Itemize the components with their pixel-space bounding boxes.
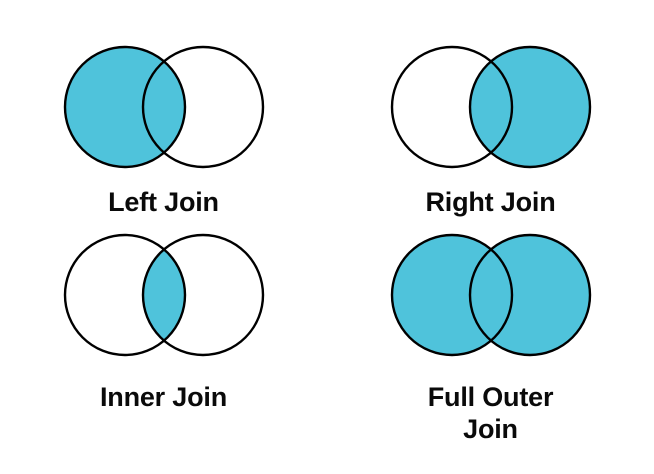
right-circle-outline bbox=[141, 233, 264, 357]
right-circle-outline bbox=[468, 233, 591, 357]
diagram-cell-inner-join: Inner Join bbox=[0, 218, 327, 474]
diagram-label-full-outer-join: Full Outer Join bbox=[427, 382, 554, 444]
right-circle-outline bbox=[141, 45, 264, 169]
venn-inner-join bbox=[57, 226, 271, 364]
diagram-cell-left-join: Left Join bbox=[0, 0, 327, 218]
venn-left-join bbox=[57, 38, 271, 176]
venn-svg-right-join bbox=[390, 45, 591, 169]
diagram-label-inner-join: Inner Join bbox=[99, 382, 227, 412]
diagram-cell-full-outer-join: Full Outer Join bbox=[327, 218, 654, 474]
venn-right-join bbox=[384, 38, 598, 176]
left-circle-outline bbox=[63, 233, 186, 357]
right-circle-outline bbox=[468, 45, 591, 169]
left-circle-outline bbox=[63, 45, 186, 169]
venn-svg-inner-join bbox=[63, 233, 264, 357]
venn-full-outer-join bbox=[384, 226, 598, 364]
diagram-label-right-join: Right Join bbox=[425, 187, 556, 217]
diagram-label-left-join: Left Join bbox=[108, 187, 219, 217]
venn-svg-left-join bbox=[63, 45, 264, 169]
intersection-region bbox=[469, 47, 512, 167]
intersection-region bbox=[142, 235, 185, 355]
intersection-region bbox=[142, 47, 185, 167]
left-circle-outline bbox=[390, 45, 513, 169]
right-circle-fill bbox=[469, 235, 590, 355]
diagram-cell-right-join: Right Join bbox=[327, 0, 654, 218]
left-circle-outline bbox=[390, 233, 513, 357]
venn-svg-full-outer-join bbox=[390, 233, 591, 357]
